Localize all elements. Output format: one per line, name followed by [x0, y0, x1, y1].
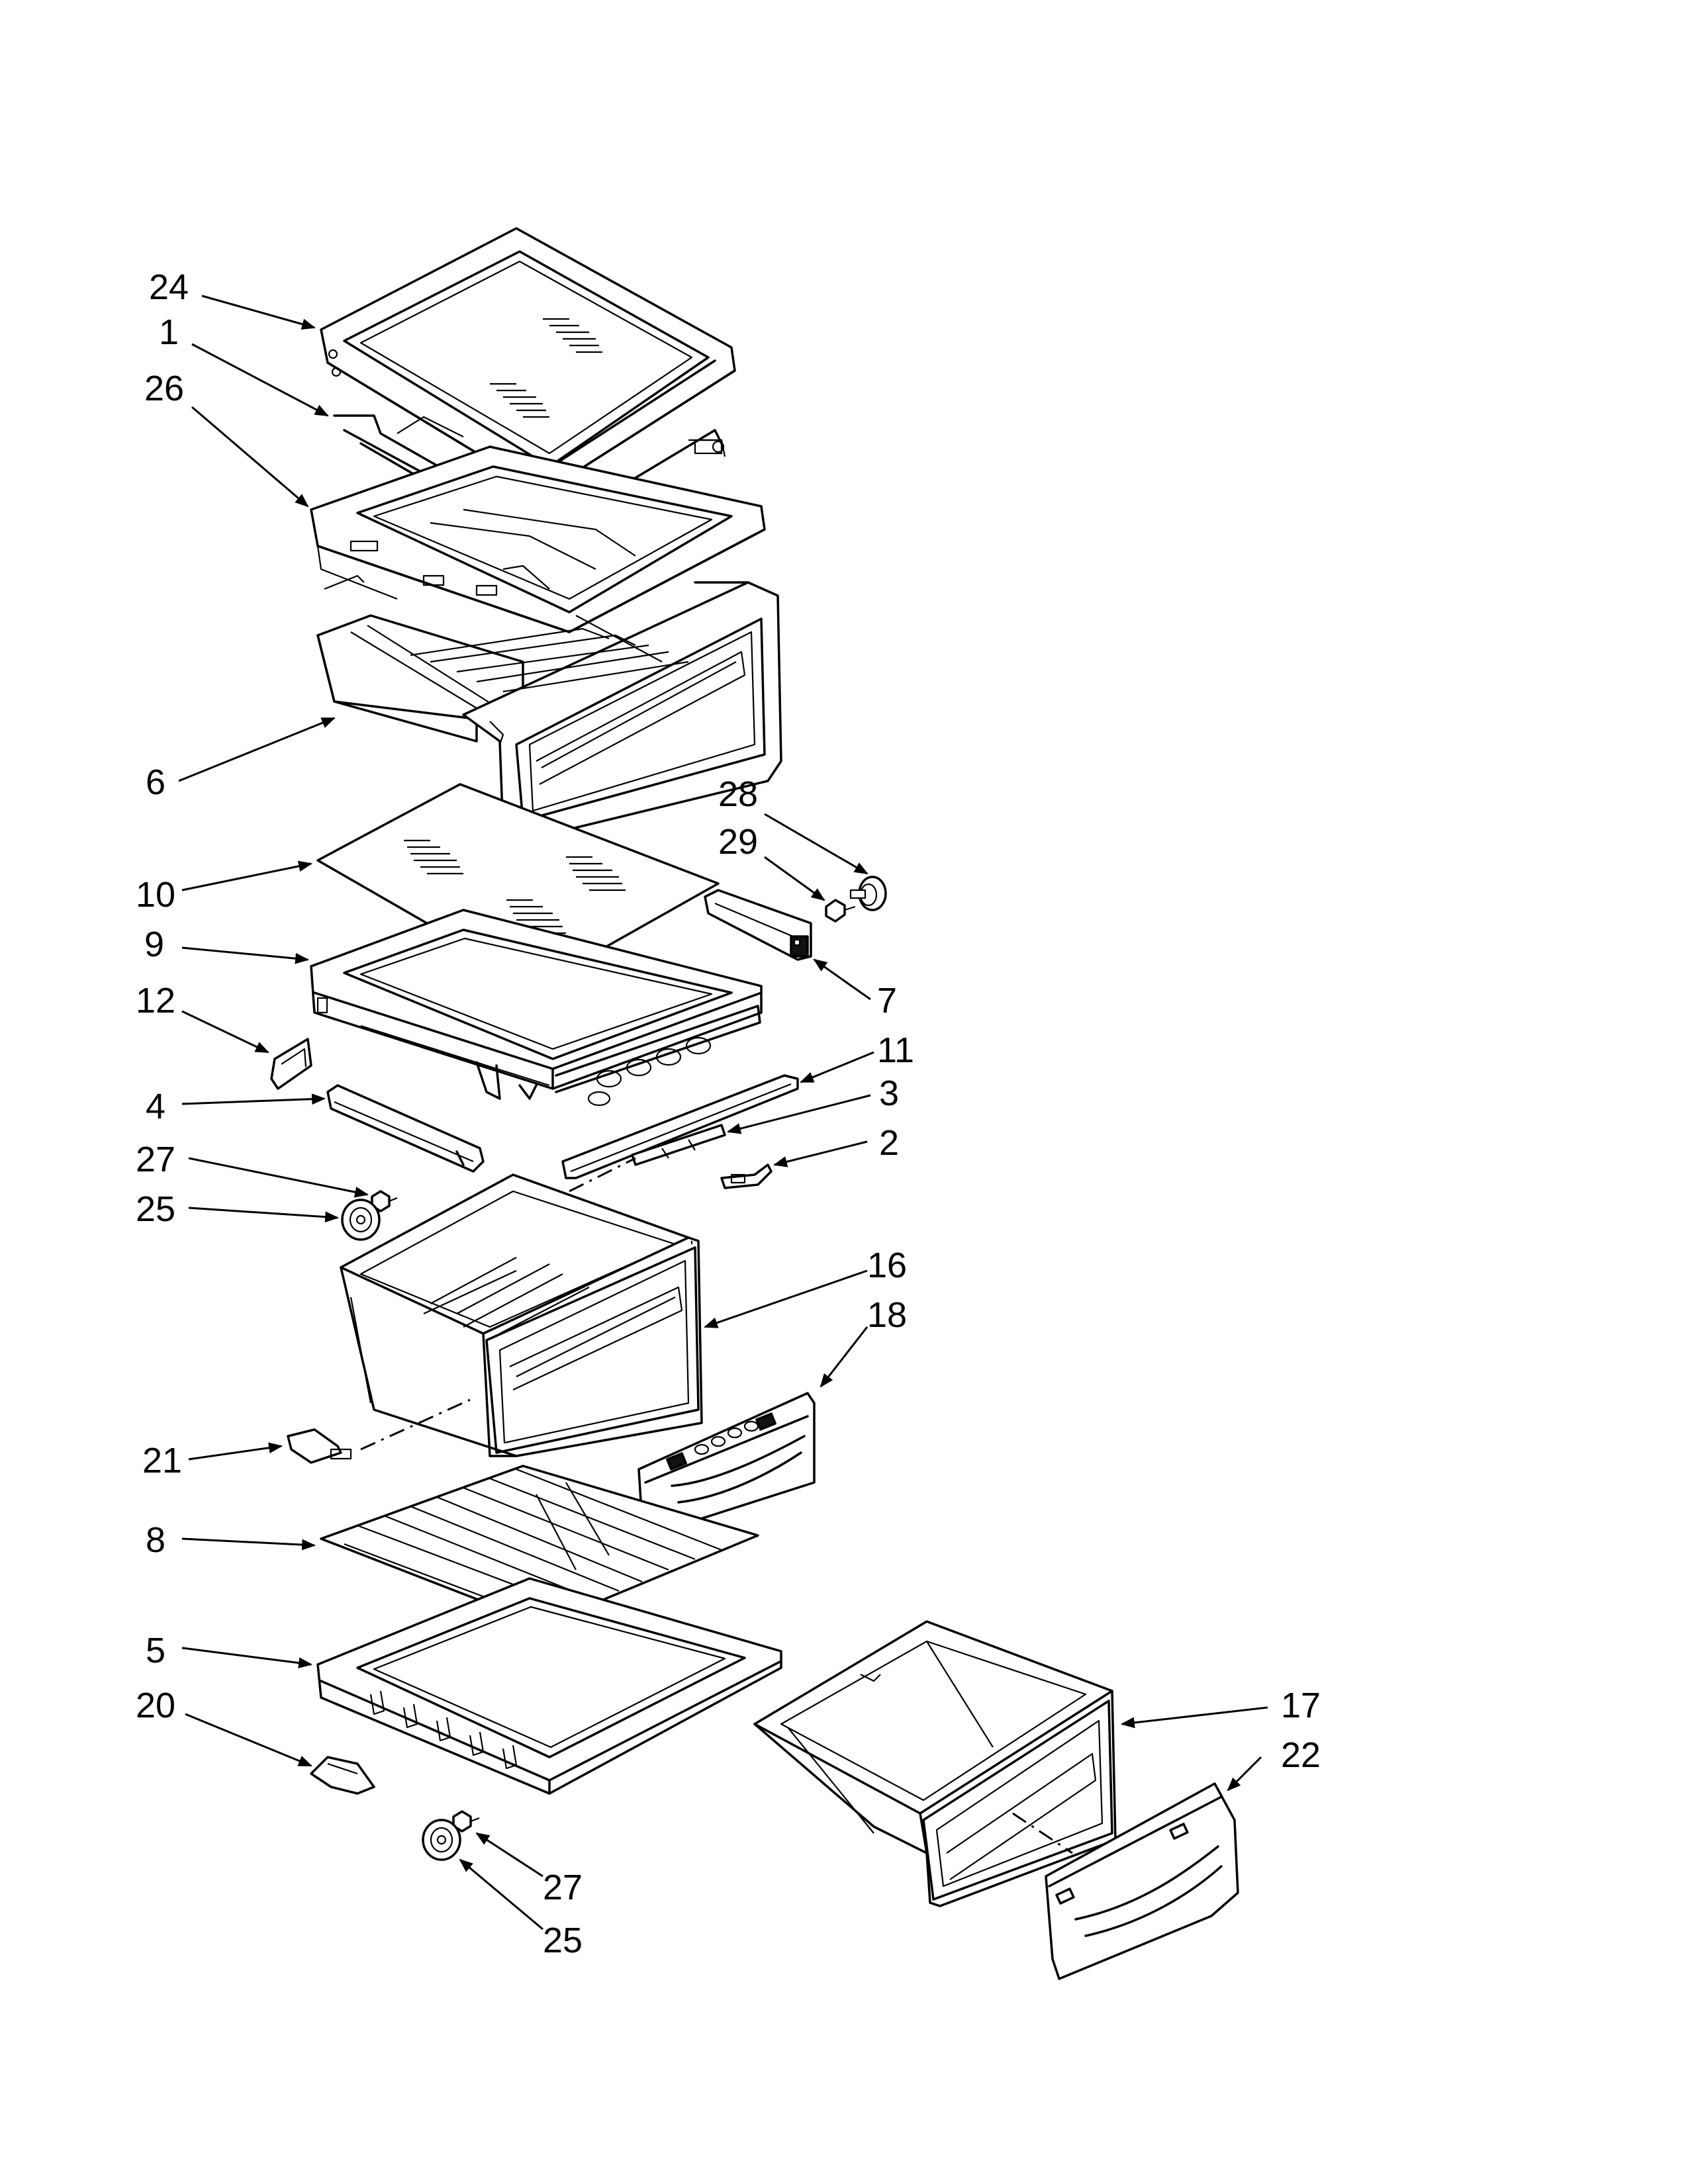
callout-24: 24 [149, 267, 189, 307]
part-6-deli-drawer [316, 574, 782, 842]
callout-25: 25 [136, 1189, 175, 1229]
callout-21: 21 [142, 1441, 182, 1480]
part-28-roller [849, 876, 887, 911]
callout-5: 5 [146, 1631, 165, 1670]
callout-leaders [178, 295, 1268, 1931]
callout-17: 17 [1281, 1686, 1321, 1725]
callout-29: 29 [718, 822, 758, 862]
part-25-roller-lower [422, 1819, 461, 1861]
callout-4: 4 [146, 1087, 165, 1126]
callout-2: 2 [879, 1123, 899, 1163]
part-5-bottom-frame [316, 1577, 782, 1795]
part-9-shelf-frame [310, 909, 763, 1107]
part-29-screw [825, 899, 856, 923]
callout-1: 1 [159, 312, 179, 352]
part-8-grille-shelf [320, 1465, 759, 1626]
part-22-lower-front [1045, 1782, 1239, 1980]
part-26-cover-frame [310, 439, 766, 633]
part-7-slide-rail [704, 889, 812, 961]
callout-28: 28 [718, 774, 758, 814]
part-20-end-cap [310, 1756, 375, 1795]
part-25-roller-upper [341, 1199, 381, 1241]
callout-12: 12 [136, 981, 175, 1021]
part-2-clip [720, 1163, 773, 1189]
assembly-lines [360, 1157, 636, 1451]
callout-labels: 24 1 26 6 28 29 10 9 7 12 11 4 3 2 27 25… [136, 267, 1321, 1960]
part-11-side-trim [561, 1074, 799, 1179]
callout-16: 16 [867, 1246, 907, 1285]
part-17-lower-drawer [753, 1620, 1117, 1907]
part-21-humidity-slider [287, 1428, 352, 1464]
callout-9: 9 [144, 925, 164, 964]
callout-18: 18 [867, 1295, 907, 1335]
part-4-front-trim [326, 1084, 485, 1173]
callout-26: 26 [144, 369, 184, 408]
callout-27: 27 [136, 1140, 175, 1179]
callout-22: 22 [1281, 1735, 1321, 1775]
callout-7: 7 [877, 981, 897, 1021]
part-18-crisper-front [637, 1392, 816, 1537]
callout-10: 10 [136, 875, 175, 915]
part-12-end-cap [270, 1038, 312, 1090]
callout-25-lower: 25 [543, 1921, 583, 1960]
callout-3: 3 [879, 1073, 899, 1113]
callout-20: 20 [136, 1686, 175, 1725]
part-16-crisper-drawer [340, 1173, 703, 1457]
callout-27-lower: 27 [543, 1868, 583, 1907]
part-3-bracket [631, 1124, 726, 1166]
callout-8: 8 [146, 1520, 165, 1560]
callout-11: 11 [877, 1030, 914, 1070]
callout-6: 6 [146, 762, 165, 802]
part-24-glass-shelf [320, 227, 736, 494]
